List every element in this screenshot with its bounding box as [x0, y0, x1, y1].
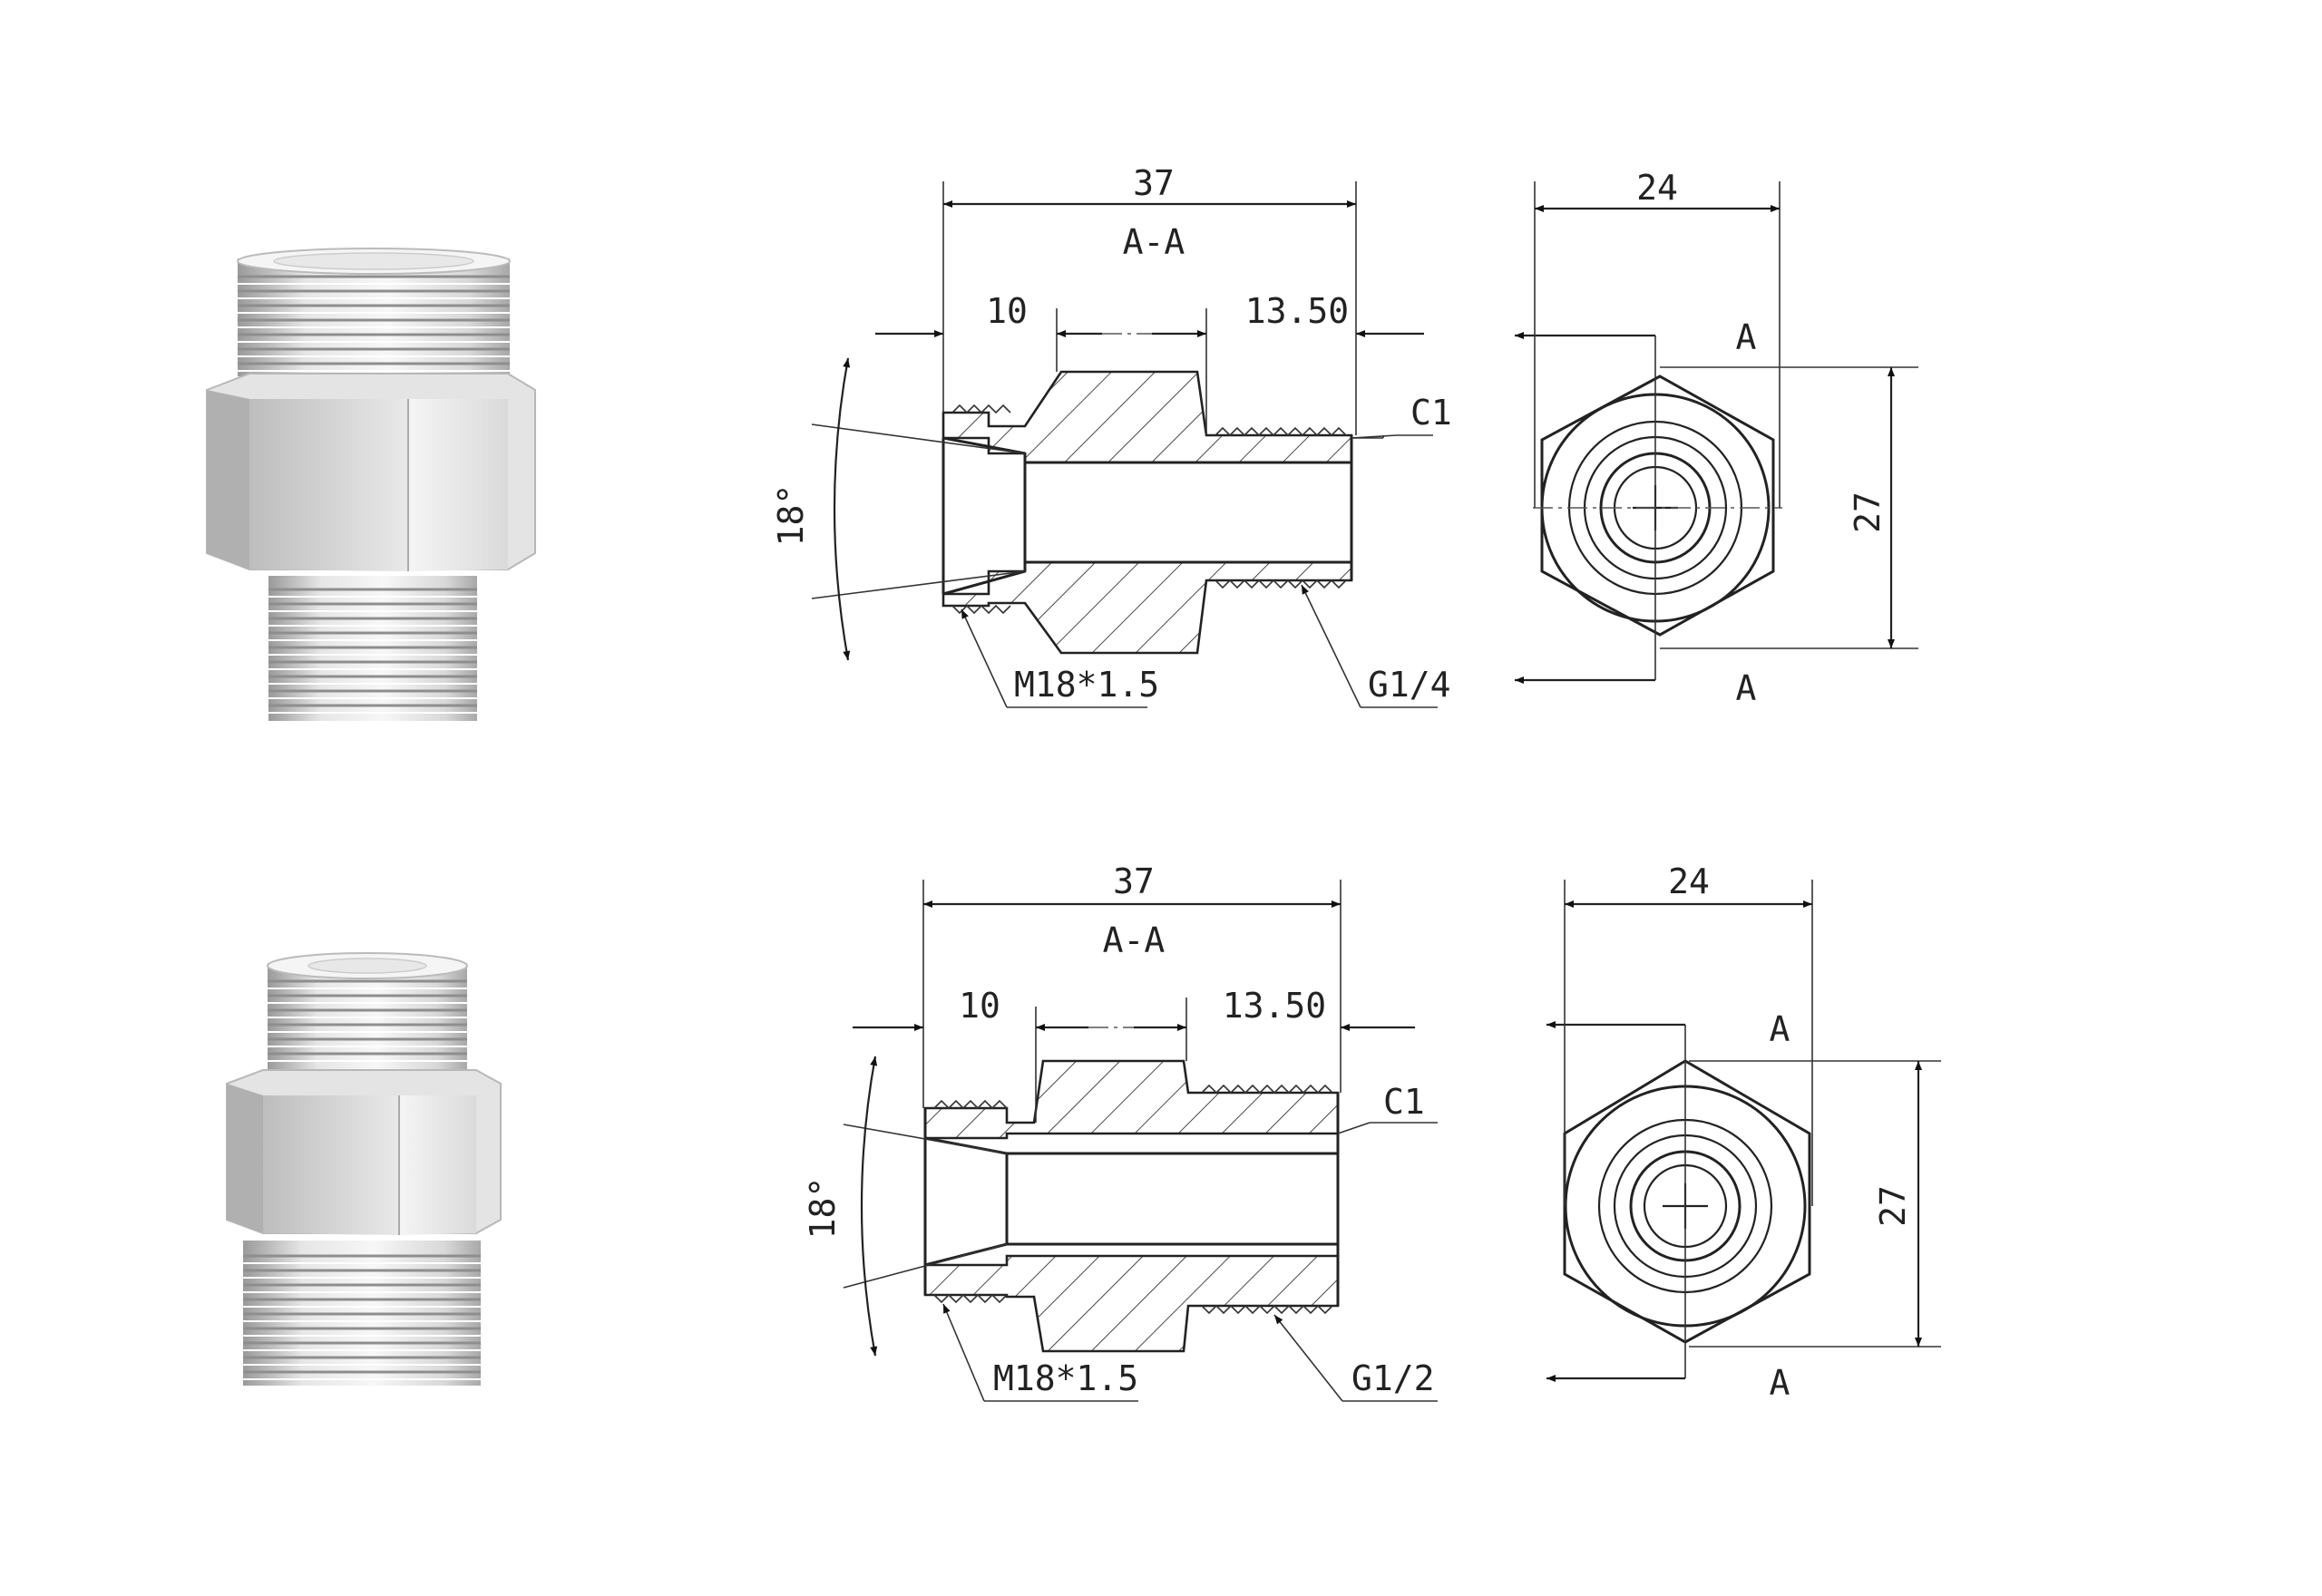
dim-left-bottom: 10: [959, 986, 1000, 1026]
section-body-bottom-upper: [923, 1059, 1340, 1140]
dim-right-top: 13.50: [1245, 291, 1349, 331]
end-view-bottom: A A 24 27: [1546, 861, 1941, 1403]
chamfer-label-top: C1: [1410, 393, 1452, 433]
upper-thread-bottom: [267, 952, 468, 1070]
cut-label-bottom-a1: A: [1770, 1009, 1790, 1049]
section-view-bottom: 37 A-A 10 13.50 C1 18° M18*1.5 G1/2: [803, 861, 1438, 1402]
thread-right-top: G1/4: [1368, 665, 1451, 705]
lower-thread-top: [268, 576, 477, 721]
cut-label-top-a2: A: [1736, 668, 1757, 708]
dim-width-bottom: 24: [1668, 861, 1710, 901]
fitting-render-bottom: [226, 952, 502, 1386]
dim-left-top: 10: [986, 291, 1028, 331]
hex-outline-top: [1540, 375, 1775, 637]
fitting-render-top: [206, 248, 536, 721]
thread-right-bottom: G1/2: [1351, 1358, 1435, 1398]
section-label-top: A-A: [1123, 222, 1185, 262]
hex-outline-bottom: [1563, 1059, 1811, 1344]
lower-thread-bottom: [243, 1241, 481, 1386]
dim-height-bottom: 27: [1873, 1185, 1913, 1227]
dim-total-top: 37: [1133, 163, 1175, 203]
section-label-bottom: A-A: [1103, 920, 1166, 960]
upper-thread-top: [237, 248, 511, 376]
thread-left-top: M18*1.5: [1014, 665, 1159, 705]
end-view-top: A A 24 27: [1515, 168, 1918, 708]
section-body-top-lower: [941, 560, 1353, 655]
dim-height-top: 27: [1848, 491, 1888, 533]
cut-label-top-a1: A: [1736, 317, 1757, 357]
dim-width-top: 24: [1636, 168, 1678, 208]
cut-label-bottom-a2: A: [1770, 1363, 1790, 1403]
section-view-top: 37 A-A 10 13.50 C1 18° M18*1.5 G1/4: [771, 163, 1452, 708]
angle-label-top: 18°: [771, 484, 811, 547]
hex-nut-bottom: [226, 1069, 502, 1235]
chamfer-label-bottom: C1: [1383, 1082, 1425, 1122]
section-body-bottom-lower: [923, 1254, 1340, 1353]
thread-left-bottom: M18*1.5: [993, 1358, 1138, 1398]
hex-nut-top: [206, 373, 536, 571]
angle-label-bottom: 18°: [803, 1177, 843, 1240]
dim-right-bottom: 13.50: [1223, 986, 1326, 1026]
dim-total-bottom: 37: [1113, 861, 1155, 901]
